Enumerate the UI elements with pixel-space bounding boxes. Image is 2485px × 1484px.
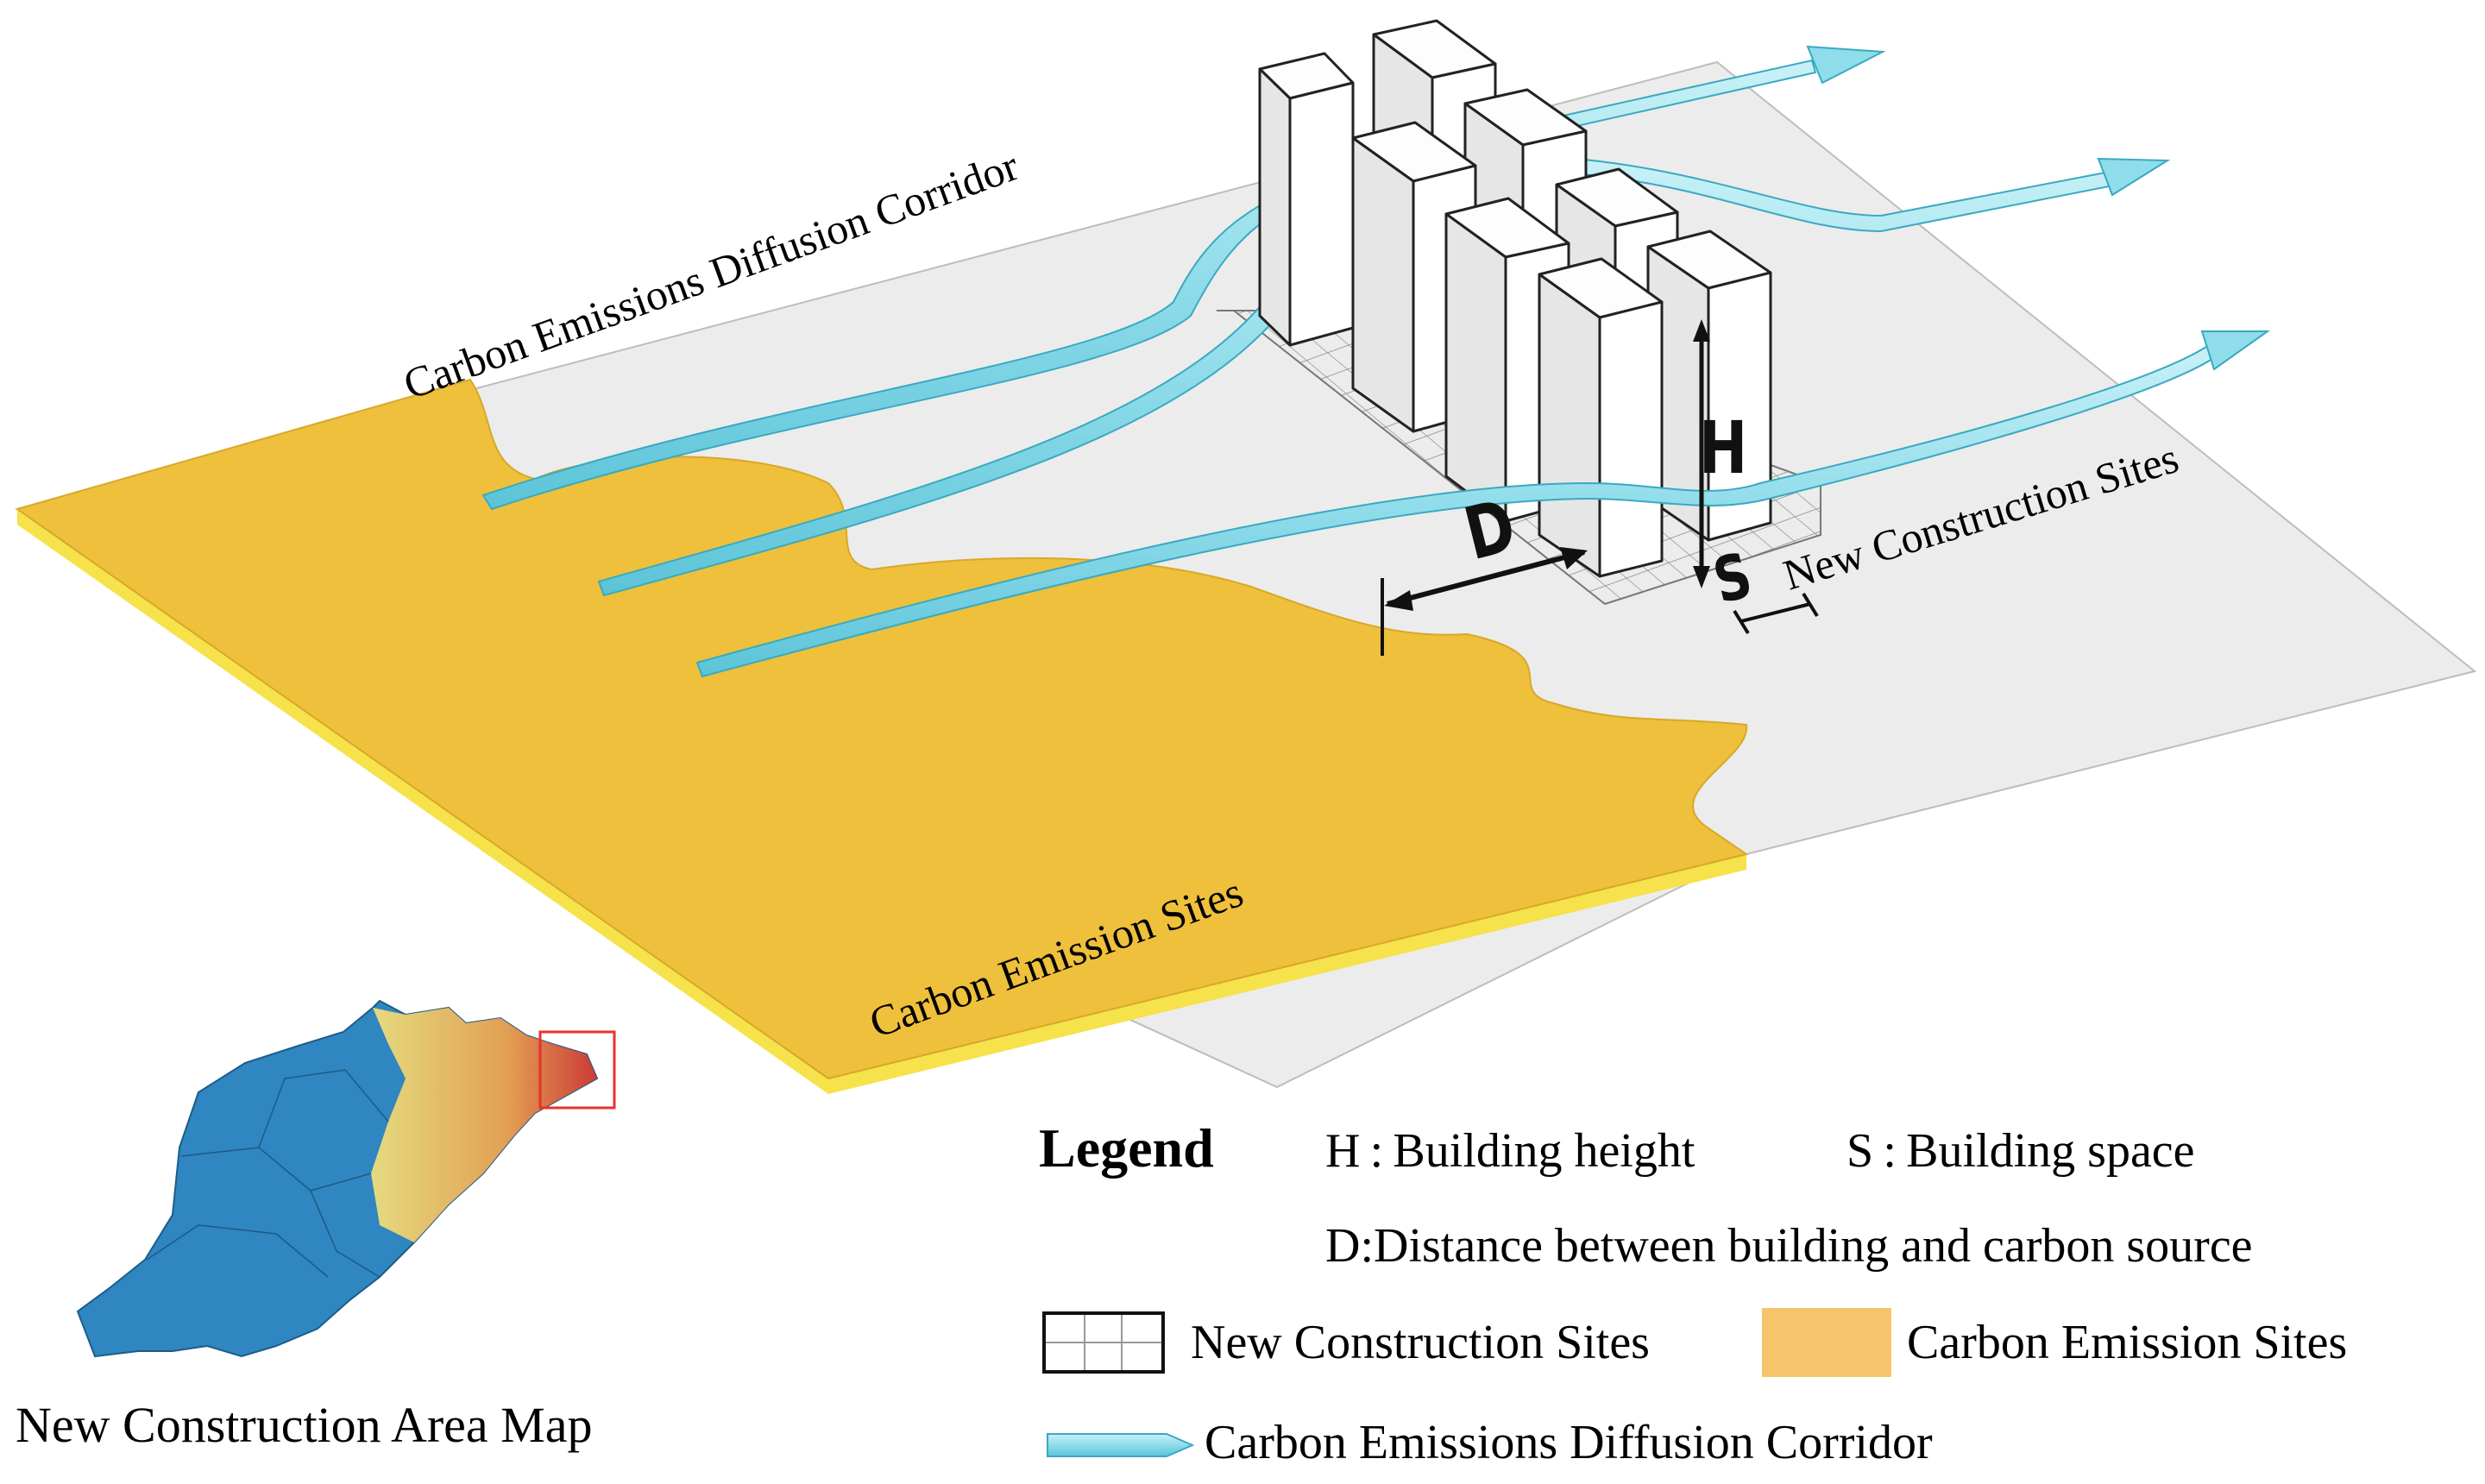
legend-corridor-swatch xyxy=(1047,1433,1194,1457)
inset-highlight-box xyxy=(538,1030,616,1110)
corridor-bottom xyxy=(695,330,2271,678)
inset-map xyxy=(76,999,616,1358)
legend-height: H : Building height xyxy=(1325,1124,1695,1178)
corridor-middle xyxy=(597,154,2171,597)
corridor-top xyxy=(481,45,1886,511)
inset-map-title: New Construction Area Map xyxy=(16,1397,593,1453)
dimension-s-arrow xyxy=(1733,592,1819,635)
legend-corridor: Carbon Emissions Diffusion Corridor xyxy=(1205,1416,1933,1469)
dimension-d-arrow xyxy=(1381,547,1588,656)
building-8 xyxy=(1538,257,1664,578)
dimension-h-arrow xyxy=(1693,319,1710,588)
legend-distance: D:Distance between building and carbon s… xyxy=(1325,1219,2253,1273)
legend-space: S : Building space xyxy=(1846,1124,2195,1178)
dimension-h-label: H xyxy=(1699,406,1748,490)
inset-map-heat xyxy=(371,1008,597,1242)
legend-title: Legend xyxy=(1039,1117,1214,1179)
building-1 xyxy=(1258,52,1355,347)
legend-carbon-swatch xyxy=(1762,1308,1891,1377)
legend-new-construction-sites: New Construction Sites xyxy=(1191,1316,1650,1369)
legend-grid-swatch xyxy=(1042,1311,1165,1374)
legend-carbon-emission-sites: Carbon Emission Sites xyxy=(1907,1316,2348,1369)
building-cluster xyxy=(1258,19,1772,578)
